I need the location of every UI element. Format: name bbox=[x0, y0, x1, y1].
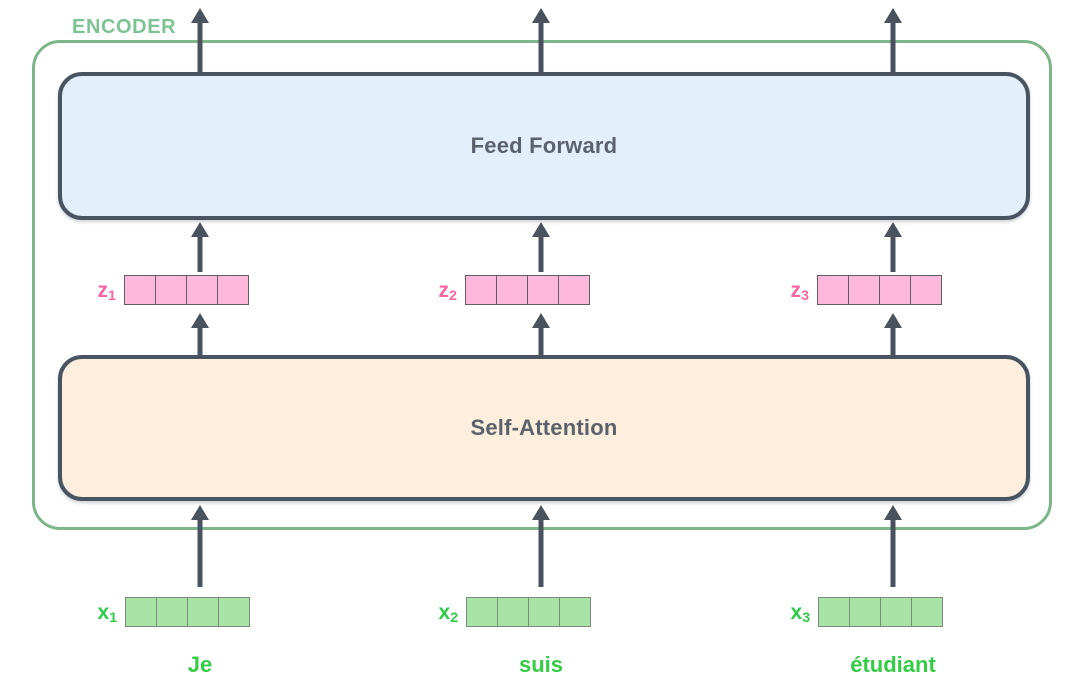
arrow-shaft bbox=[538, 518, 544, 587]
x-vector-label: x1 bbox=[97, 600, 118, 626]
word-label-1: Je bbox=[187, 652, 213, 677]
vector-cell bbox=[557, 275, 590, 305]
embedding-input-arrow-2 bbox=[530, 505, 552, 587]
vector-cell bbox=[187, 597, 220, 627]
arrow-head-icon bbox=[191, 313, 209, 328]
sa-output-arrow-3 bbox=[882, 313, 904, 359]
arrow-shaft bbox=[538, 21, 544, 74]
arrow-shaft bbox=[538, 326, 544, 359]
ff-input-arrow-2 bbox=[530, 222, 552, 272]
feed-forward-block: Feed Forward bbox=[58, 72, 1030, 220]
output-arrow-3 bbox=[882, 8, 904, 74]
arrow-head-icon bbox=[532, 505, 550, 520]
embedding-input-arrow-3 bbox=[882, 505, 904, 587]
vector-cell bbox=[464, 275, 497, 305]
z-vector-label: z1 bbox=[97, 278, 116, 304]
arrow-shaft bbox=[538, 235, 544, 272]
ff-input-arrow-1 bbox=[189, 222, 211, 272]
arrow-head-icon bbox=[532, 313, 550, 328]
z-vector-cells bbox=[464, 275, 590, 305]
arrow-head-icon bbox=[884, 8, 902, 23]
feed-forward-title: Feed Forward bbox=[470, 133, 618, 158]
output-arrow-2 bbox=[530, 8, 552, 74]
vector-cell bbox=[495, 275, 528, 305]
arrow-shaft bbox=[197, 21, 203, 74]
z-vector-cells bbox=[816, 275, 942, 305]
z-vector-3: z3 bbox=[791, 275, 942, 305]
output-arrow-1 bbox=[189, 8, 211, 74]
vector-cell bbox=[497, 597, 530, 627]
x-vector-3: x3 bbox=[791, 597, 944, 627]
sa-output-arrow-1 bbox=[189, 313, 211, 359]
vector-cell bbox=[526, 275, 559, 305]
vector-cell bbox=[154, 275, 187, 305]
z-vector-cells bbox=[123, 275, 249, 305]
z-vector-label: z2 bbox=[438, 278, 457, 304]
vector-cell bbox=[911, 597, 944, 627]
z-vector-2: z2 bbox=[439, 275, 590, 305]
arrow-head-icon bbox=[191, 505, 209, 520]
arrow-shaft bbox=[890, 21, 896, 74]
vector-cell bbox=[218, 597, 251, 627]
arrow-head-icon bbox=[532, 8, 550, 23]
arrow-shaft bbox=[197, 326, 203, 359]
word-label-3: étudiant bbox=[850, 652, 936, 677]
arrow-shaft bbox=[890, 326, 896, 359]
word-label-2: suis bbox=[518, 652, 564, 677]
vector-cell bbox=[909, 275, 942, 305]
x-vector-1: x1 bbox=[98, 597, 251, 627]
vector-cell bbox=[559, 597, 592, 627]
arrow-head-icon bbox=[191, 222, 209, 237]
x-vector-label: x2 bbox=[438, 600, 459, 626]
vector-cell bbox=[125, 597, 158, 627]
x-vector-cells bbox=[125, 597, 251, 627]
vector-cell bbox=[528, 597, 561, 627]
vector-cell bbox=[156, 597, 189, 627]
vector-cell bbox=[847, 275, 880, 305]
vector-cell bbox=[216, 275, 249, 305]
encoder-label: ENCODER bbox=[72, 16, 177, 38]
x-vector-2: x2 bbox=[439, 597, 592, 627]
arrow-head-icon bbox=[884, 222, 902, 237]
arrow-head-icon bbox=[884, 505, 902, 520]
embedding-input-arrow-1 bbox=[189, 505, 211, 587]
z-vector-1: z1 bbox=[98, 275, 249, 305]
self-attention-block: Self-Attention bbox=[58, 355, 1030, 501]
arrow-head-icon bbox=[191, 8, 209, 23]
arrow-shaft bbox=[197, 235, 203, 272]
arrow-shaft bbox=[197, 518, 203, 587]
vector-cell bbox=[123, 275, 156, 305]
arrow-head-icon bbox=[532, 222, 550, 237]
z-vector-label: z3 bbox=[790, 278, 809, 304]
arrow-shaft bbox=[890, 235, 896, 272]
vector-cell bbox=[818, 597, 851, 627]
x-vector-cells bbox=[466, 597, 592, 627]
sa-output-arrow-2 bbox=[530, 313, 552, 359]
self-attention-title: Self-Attention bbox=[470, 415, 618, 440]
ff-input-arrow-3 bbox=[882, 222, 904, 272]
vector-cell bbox=[185, 275, 218, 305]
vector-cell bbox=[878, 275, 911, 305]
arrow-shaft bbox=[890, 518, 896, 587]
vector-cell bbox=[816, 275, 849, 305]
arrow-head-icon bbox=[884, 313, 902, 328]
x-vector-cells bbox=[818, 597, 944, 627]
vector-cell bbox=[466, 597, 499, 627]
vector-cell bbox=[880, 597, 913, 627]
vector-cell bbox=[849, 597, 882, 627]
x-vector-label: x3 bbox=[790, 600, 811, 626]
